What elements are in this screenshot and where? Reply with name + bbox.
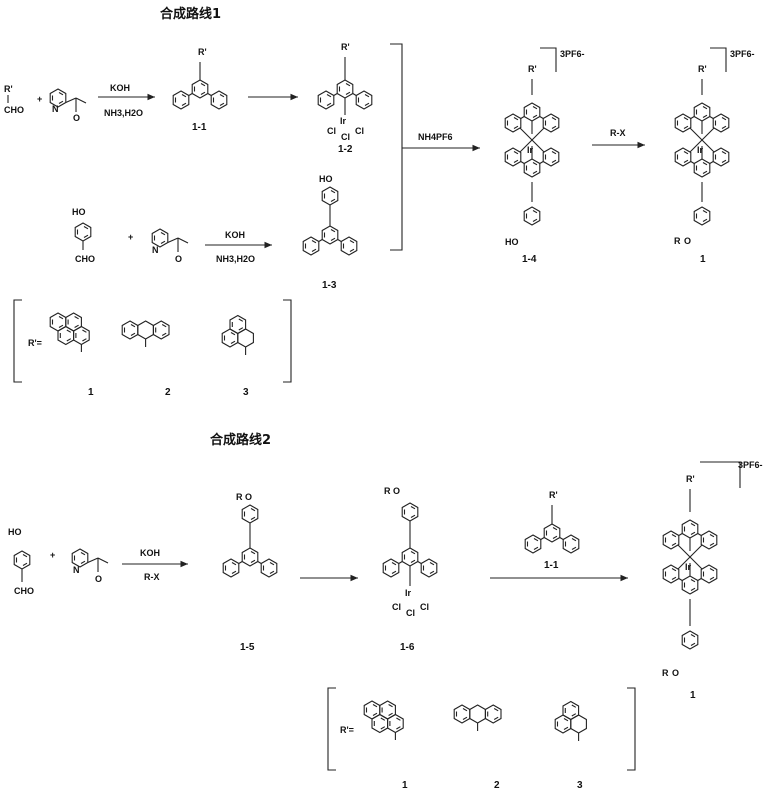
- svg-text:O: O: [245, 492, 252, 502]
- svg-text:R': R': [341, 42, 350, 52]
- r-prime-aldehyde: R' CHO: [4, 84, 24, 115]
- svg-text:NH3,H2O: NH3,H2O: [104, 108, 143, 118]
- svg-text:Ir: Ir: [685, 562, 692, 572]
- svg-text:CHO: CHO: [14, 586, 34, 596]
- r-prime-options-2: R'= 1 2 3: [327, 687, 636, 791]
- r-prime-options-1: R'= 1 2 3: [13, 299, 292, 398]
- svg-text:CHO: CHO: [4, 105, 24, 115]
- svg-text:Cl: Cl: [355, 126, 364, 136]
- svg-text:HO: HO: [505, 237, 519, 247]
- svg-text:3PF6-: 3PF6-: [560, 49, 585, 59]
- svg-text:1-1: 1-1: [544, 560, 559, 571]
- svg-text:O: O: [95, 574, 102, 584]
- svg-text:R: R: [662, 668, 669, 678]
- compound-1-route1: R' Ir R O 1 3PF6-: [674, 47, 755, 265]
- acetylpyridine-2: N O: [151, 228, 189, 264]
- svg-text:O: O: [393, 486, 400, 496]
- svg-text:KOH: KOH: [225, 230, 245, 240]
- route2-title: 合成路线2: [210, 432, 271, 448]
- svg-text:Cl: Cl: [420, 602, 429, 612]
- svg-text:Cl: Cl: [406, 608, 415, 618]
- svg-text:CHO: CHO: [75, 254, 95, 264]
- svg-text:Cl: Cl: [341, 132, 350, 142]
- svg-text:1: 1: [690, 690, 696, 701]
- acetylpyridine-1: N O: [49, 88, 87, 123]
- svg-text:1-3: 1-3: [322, 280, 337, 291]
- combine-bracket: [390, 43, 403, 251]
- svg-text:3PF6-: 3PF6-: [738, 460, 763, 470]
- svg-text:R: R: [384, 486, 391, 496]
- svg-text:O: O: [684, 236, 691, 246]
- svg-text:1: 1: [402, 780, 408, 791]
- svg-text:1-1: 1-1: [192, 122, 207, 133]
- svg-text:R': R': [698, 64, 707, 74]
- svg-text:2: 2: [165, 387, 171, 398]
- svg-text:R: R: [236, 492, 243, 502]
- svg-text:R': R': [686, 474, 695, 484]
- svg-text:+: +: [37, 94, 42, 104]
- svg-text:O: O: [175, 254, 182, 264]
- compound-1-2: R' Ir Cl Cl Cl 1-2: [318, 42, 372, 155]
- svg-text:+: +: [50, 550, 55, 560]
- ligand-1-1: R' 1-1: [525, 490, 579, 571]
- compound-1-6: R O Ir Cl Cl Cl 1-6: [383, 486, 437, 653]
- svg-text:1: 1: [88, 387, 94, 398]
- svg-text:HO: HO: [8, 527, 22, 537]
- svg-text:NH3,H2O: NH3,H2O: [216, 254, 255, 264]
- svg-text:1-4: 1-4: [522, 254, 537, 265]
- svg-text:R-X: R-X: [144, 572, 160, 582]
- hydroxybenzaldehyde-1: HO CHO: [72, 207, 95, 264]
- svg-text:HO: HO: [319, 174, 333, 184]
- svg-text:N: N: [73, 565, 80, 575]
- svg-text:R': R': [4, 84, 13, 94]
- svg-text:Ir: Ir: [405, 588, 412, 598]
- svg-text:Ir: Ir: [527, 145, 534, 155]
- svg-text:Cl: Cl: [327, 126, 336, 136]
- svg-text:2: 2: [494, 780, 500, 791]
- svg-text:R'=: R'=: [28, 338, 42, 348]
- svg-text:1: 1: [700, 254, 706, 265]
- compound-1-1: R' 1-1: [173, 47, 227, 133]
- hydroxybenzaldehyde-2: HO CHO: [8, 527, 34, 596]
- compound-1-4: R' Ir HO 1-4 3PF6-: [505, 47, 585, 265]
- svg-text:1-6: 1-6: [400, 642, 415, 653]
- svg-text:3: 3: [243, 387, 249, 398]
- acetylpyridine-3: N O: [71, 548, 109, 584]
- svg-text:R: R: [674, 236, 681, 246]
- compound-1-3: HO 1-3: [303, 174, 357, 291]
- svg-text:R': R': [198, 47, 207, 57]
- svg-text:1-5: 1-5: [240, 642, 255, 653]
- svg-text:O: O: [73, 113, 80, 123]
- svg-text:N: N: [152, 245, 159, 255]
- svg-text:R-X: R-X: [610, 128, 626, 138]
- route1-title: 合成路线1: [160, 6, 221, 22]
- svg-text:1-2: 1-2: [338, 144, 353, 155]
- svg-text:3PF6-: 3PF6-: [730, 49, 755, 59]
- svg-text:Ir: Ir: [697, 145, 704, 155]
- svg-text:Ir: Ir: [340, 116, 347, 126]
- compound-1-route2: R' Ir R O 1 3PF6-: [662, 460, 763, 701]
- svg-text:+: +: [128, 232, 133, 242]
- svg-text:O: O: [672, 668, 679, 678]
- svg-text:KOH: KOH: [140, 548, 160, 558]
- svg-text:HO: HO: [72, 207, 86, 217]
- svg-text:R': R': [528, 64, 537, 74]
- svg-text:NH4PF6: NH4PF6: [418, 132, 453, 142]
- svg-text:R'=: R'=: [340, 725, 354, 735]
- compound-1-5: R O 1-5: [223, 492, 277, 653]
- svg-text:R': R': [549, 490, 558, 500]
- svg-text:KOH: KOH: [110, 83, 130, 93]
- svg-text:Cl: Cl: [392, 602, 401, 612]
- svg-text:N: N: [52, 104, 59, 114]
- svg-text:3: 3: [577, 780, 583, 791]
